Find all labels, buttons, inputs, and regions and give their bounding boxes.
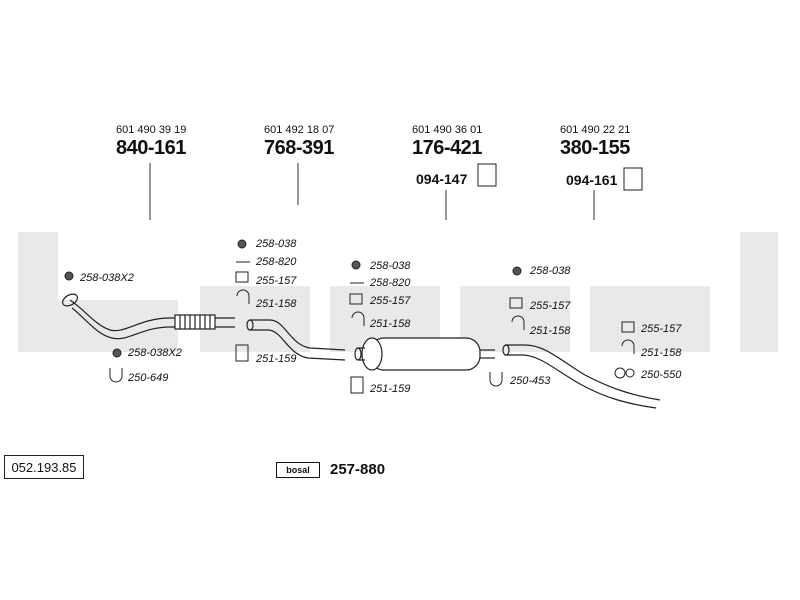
fitting-label: 258-038 (370, 260, 411, 272)
fitting-icons (64, 163, 643, 394)
rubber-ring-icon (237, 239, 247, 249)
clamp-icon (351, 311, 365, 326)
mount-icon (235, 344, 249, 362)
fitting-label: 251-158 (370, 318, 411, 330)
fitting-label: 251-159 (370, 383, 411, 395)
clip-icon (625, 368, 635, 378)
fitting-label: 258-038X2 (80, 272, 134, 284)
part-number-4: 380-155 (560, 137, 630, 159)
part-number-2: 768-391 (264, 137, 334, 159)
bracket-icon (349, 293, 363, 305)
clamp-icon (236, 289, 250, 304)
fitting-label: 258-038X2 (128, 347, 182, 359)
fitting-label: 250-453 (510, 375, 551, 387)
hanger-number-1: 094-147 (416, 171, 468, 187)
rubber-ring-icon (512, 266, 522, 276)
rubber-ring-icon (112, 348, 122, 358)
part-number-1: 840-161 (116, 137, 186, 159)
bracket-icon (621, 321, 635, 333)
front-pipe (62, 293, 235, 340)
fitting-label: 251-158 (641, 347, 682, 359)
diagram-code: 052.193.85 (4, 455, 84, 479)
fitting-label: 250-550 (641, 369, 682, 381)
bosal-logo-box: bosal (276, 462, 320, 478)
fitting-label: 255-157 (256, 275, 297, 287)
oem-number-4: 601 490 22 21 (560, 124, 631, 136)
fitting-label: 258-038 (256, 238, 297, 250)
bracket-icon (509, 297, 523, 309)
fitting-label: 255-157 (370, 295, 411, 307)
rear-pipe (502, 344, 661, 409)
fitting-label: 258-820 (256, 256, 297, 268)
oem-number-1: 601 490 39 19 (116, 124, 187, 136)
oem-number-2: 601 492 18 07 (264, 124, 335, 136)
part-number-3: 176-421 (412, 137, 482, 159)
u-clamp-icon (109, 368, 123, 383)
hanger-number-2: 094-161 (566, 172, 618, 188)
mount-icon (350, 376, 364, 394)
centre-silencer (354, 337, 495, 371)
clip-icon (614, 367, 626, 379)
fitting-label: 251-158 (530, 325, 571, 337)
oem-number-3: 601 490 36 01 (412, 124, 483, 136)
rubber-ring-icon (351, 260, 361, 270)
fitting-label: 255-157 (641, 323, 682, 335)
clamp-icon (621, 339, 635, 354)
middle-pipe (246, 319, 346, 361)
u-clamp-icon (489, 372, 503, 387)
kit-part-number: 257-880 (330, 461, 386, 478)
bracket-icon (235, 271, 249, 283)
hanger-icon (623, 167, 643, 191)
rubber-ring-icon (64, 271, 74, 281)
fitting-label: 251-158 (256, 298, 297, 310)
fitting-label: 258-038 (530, 265, 571, 277)
fitting-label: 255-157 (530, 300, 571, 312)
fitting-label: 258-820 (370, 277, 411, 289)
fitting-label: 250-649 (128, 372, 169, 384)
fitting-label: 251-159 (256, 353, 297, 365)
clamp-icon (511, 315, 525, 330)
hanger-icon (477, 163, 497, 187)
